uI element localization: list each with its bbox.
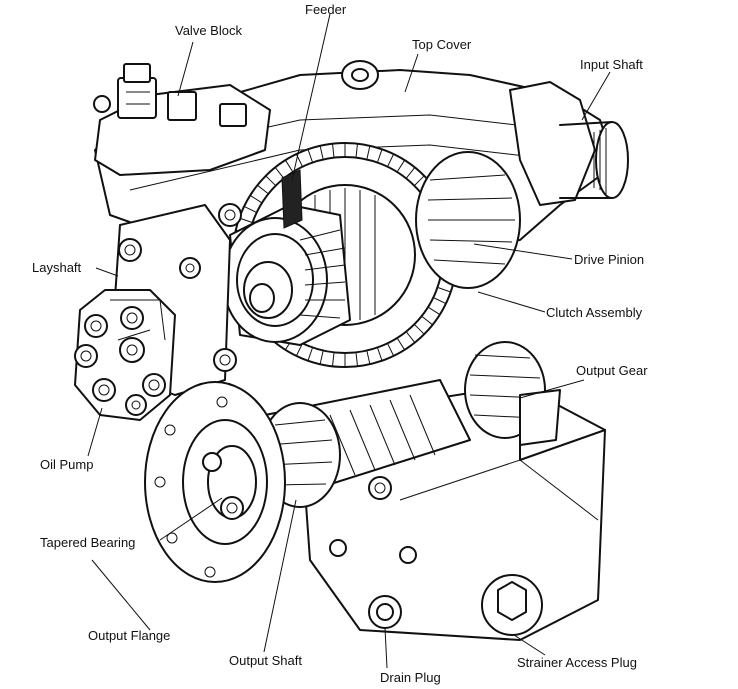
clutch-assembly <box>222 204 351 346</box>
gear-tooth <box>376 149 383 163</box>
leader-strainer-access-plug <box>513 634 546 656</box>
label-output-gear: Output Gear <box>576 363 648 378</box>
leader-layshaft <box>95 267 119 277</box>
leader-top-cover <box>404 53 419 93</box>
label-valve-block: Valve Block <box>175 23 242 38</box>
gear-tooth <box>243 205 257 213</box>
gear-tooth <box>319 350 324 365</box>
lifting-eye <box>341 60 379 90</box>
leader-drain-plug <box>384 627 388 669</box>
strainer-access-plug <box>481 574 543 636</box>
label-oil-pump: Oil Pump <box>40 457 94 472</box>
gear-tooth <box>387 343 395 357</box>
gear-tooth <box>355 143 358 158</box>
output-gear <box>464 341 561 446</box>
gear-tooth <box>332 352 335 367</box>
oil-pump <box>74 289 176 421</box>
gear-tooth <box>239 217 253 224</box>
label-top-cover: Top Cover <box>412 37 472 52</box>
gear-tooth <box>332 143 335 158</box>
gear-tooth <box>413 323 425 335</box>
gear-tooth <box>307 149 314 163</box>
gear-tooth <box>307 347 314 361</box>
gear-tooth <box>376 347 383 361</box>
label-drive-pinion: Drive Pinion <box>574 252 645 267</box>
input-shaft-housing <box>509 81 596 206</box>
gear-tooth <box>295 343 303 357</box>
label-input-shaft: Input Shaft <box>580 57 643 72</box>
gear-tooth <box>413 175 425 187</box>
leader-input-shaft <box>581 71 611 121</box>
label-output-flange: Output Flange <box>88 628 171 643</box>
leader-output-flange <box>91 559 151 631</box>
gear-tooth <box>249 194 263 204</box>
drain-plug <box>368 595 402 629</box>
gear-tooth <box>427 306 441 316</box>
label-output-shaft: Output Shaft <box>229 653 302 668</box>
gear-tooth <box>366 145 371 160</box>
leader-tapered-bearing <box>159 497 223 541</box>
drive-pinion <box>415 151 521 289</box>
output-flange <box>144 381 286 583</box>
leader-output-shaft <box>263 499 297 653</box>
leader-output-gear <box>519 379 585 399</box>
label-strainer-access-plug: Strainer Access Plug <box>517 655 637 670</box>
input-shaft <box>595 121 629 199</box>
label-drain-plug: Drain Plug <box>380 670 441 685</box>
leader-drive-pinion <box>473 243 573 260</box>
gear-tooth <box>421 315 433 326</box>
leader-clutch-assembly <box>477 291 546 313</box>
gear-tooth <box>284 159 294 173</box>
gear-tooth <box>396 159 406 173</box>
gear-tooth <box>405 167 416 179</box>
gear-tooth <box>366 350 371 365</box>
gear-tooth <box>437 286 451 293</box>
gear-tooth <box>387 153 395 167</box>
label-layshaft: Layshaft <box>32 260 82 275</box>
gear-tooth <box>405 331 416 343</box>
gear-tooth <box>396 337 406 351</box>
leader-feeder <box>291 13 331 181</box>
gear-tooth <box>319 145 324 160</box>
gear-tooth <box>355 352 358 367</box>
label-tapered-bearing: Tapered Bearing <box>40 535 136 550</box>
leader-valve-block <box>177 41 194 97</box>
leader-lines <box>87 13 611 669</box>
gear-tooth <box>433 297 447 305</box>
leader-oil-pump <box>87 407 103 457</box>
gear-tooth <box>257 184 269 195</box>
label-clutch-assembly: Clutch Assembly <box>546 305 643 320</box>
gear-tooth <box>274 167 285 179</box>
gear-tooth <box>265 175 277 187</box>
label-feeder: Feeder <box>305 2 347 17</box>
